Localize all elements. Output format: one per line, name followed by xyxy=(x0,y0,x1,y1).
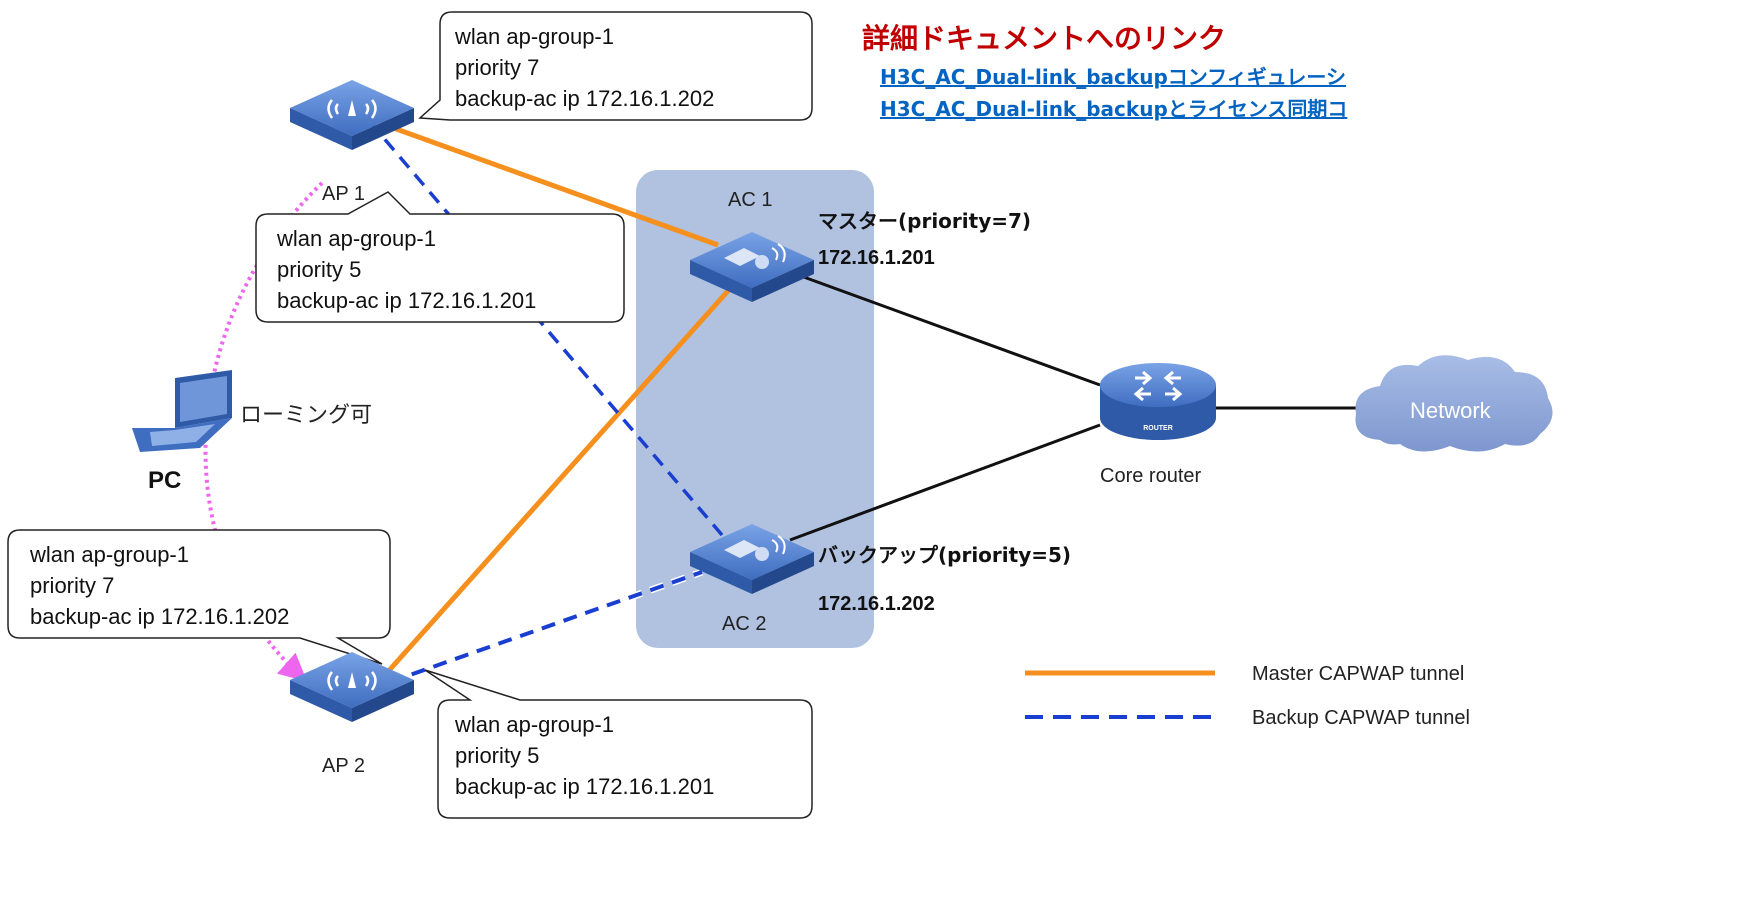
laptop-icon xyxy=(132,370,232,452)
legend-master-label: Master CAPWAP tunnel xyxy=(1252,663,1464,685)
callout-ap2-backup-line3: backup-ac ip 172.16.1.201 xyxy=(455,774,714,799)
roaming-label: ローミング可 xyxy=(240,403,372,428)
doc-link-license[interactable]: H3C_AC_Dual-link_backupとライセンス同期コ xyxy=(880,97,1347,121)
ac-zone xyxy=(636,170,874,648)
ac1-icon xyxy=(690,232,814,302)
ap2-icon xyxy=(290,652,414,722)
router-label: Core router xyxy=(1100,465,1201,487)
doc-link-config[interactable]: H3C_AC_Dual-link_backupコンフィギュレーシ xyxy=(880,65,1346,89)
ac2-role-label: バックアップ(priority=5) xyxy=(818,543,1071,567)
ap2-label: AP 2 xyxy=(322,755,365,777)
master-tunnel-ap2 xyxy=(383,281,737,677)
router-icon: ROUTER xyxy=(1100,363,1216,440)
router-icon-text: ROUTER xyxy=(1143,425,1173,432)
network-cloud-icon xyxy=(1355,355,1553,452)
ac1-role-label: マスター(priority=7) xyxy=(818,209,1031,233)
ap1-wifi-icon xyxy=(327,99,377,119)
link-ac1-router xyxy=(789,270,1101,387)
callout-ap1-master-line3: backup-ac ip 172.16.1.202 xyxy=(455,86,714,111)
callout-ap1-backup-line2: priority 5 xyxy=(277,257,361,282)
callout-ap2-backup xyxy=(424,669,813,819)
network-label: Network xyxy=(1410,398,1492,423)
callout-ap1-backup-line1: wlan ap-group-1 xyxy=(276,226,436,251)
callout-ap2-master-line1: wlan ap-group-1 xyxy=(29,542,189,567)
callout-ap1-master-line1: wlan ap-group-1 xyxy=(454,24,614,49)
callout-ap1-backup-line3: backup-ac ip 172.16.1.201 xyxy=(277,288,536,313)
callout-ap1-master-line2: priority 7 xyxy=(455,55,539,80)
callout-ap2-master xyxy=(7,529,391,665)
ac1-ip-label: 172.16.1.201 xyxy=(818,247,935,269)
ac2-icon xyxy=(690,524,814,594)
ap1-icon xyxy=(290,80,414,150)
page-title: 詳細ドキュメントへのリンク xyxy=(862,22,1226,55)
ac2-ip-label: 172.16.1.202 xyxy=(818,593,935,615)
ap1-label: AP 1 xyxy=(322,183,365,205)
ac1-label: AC 1 xyxy=(728,189,772,211)
backup-tunnel-ap2 xyxy=(389,570,703,684)
callout-ap1-backup xyxy=(255,191,625,323)
pc-label: PC xyxy=(148,467,181,494)
link-ac2-router xyxy=(789,423,1101,542)
ap2-wifi-icon xyxy=(327,671,377,691)
ac2-label: AC 2 xyxy=(722,613,766,635)
callout-ap2-backup-line1: wlan ap-group-1 xyxy=(454,712,614,737)
callout-ap1-master xyxy=(418,11,813,121)
legend-backup-label: Backup CAPWAP tunnel xyxy=(1252,707,1470,729)
doc-link-config-text[interactable]: H3C_AC_Dual-link_backupコンフィギュレーシ xyxy=(880,65,1346,89)
master-tunnel-ap1 xyxy=(387,123,719,248)
callout-ap2-master-line3: backup-ac ip 172.16.1.202 xyxy=(30,604,289,629)
callout-ap2-backup-line2: priority 5 xyxy=(455,743,539,768)
callout-ap2-master-line2: priority 7 xyxy=(30,573,114,598)
doc-link-license-text[interactable]: H3C_AC_Dual-link_backupとライセンス同期コ xyxy=(880,97,1347,121)
